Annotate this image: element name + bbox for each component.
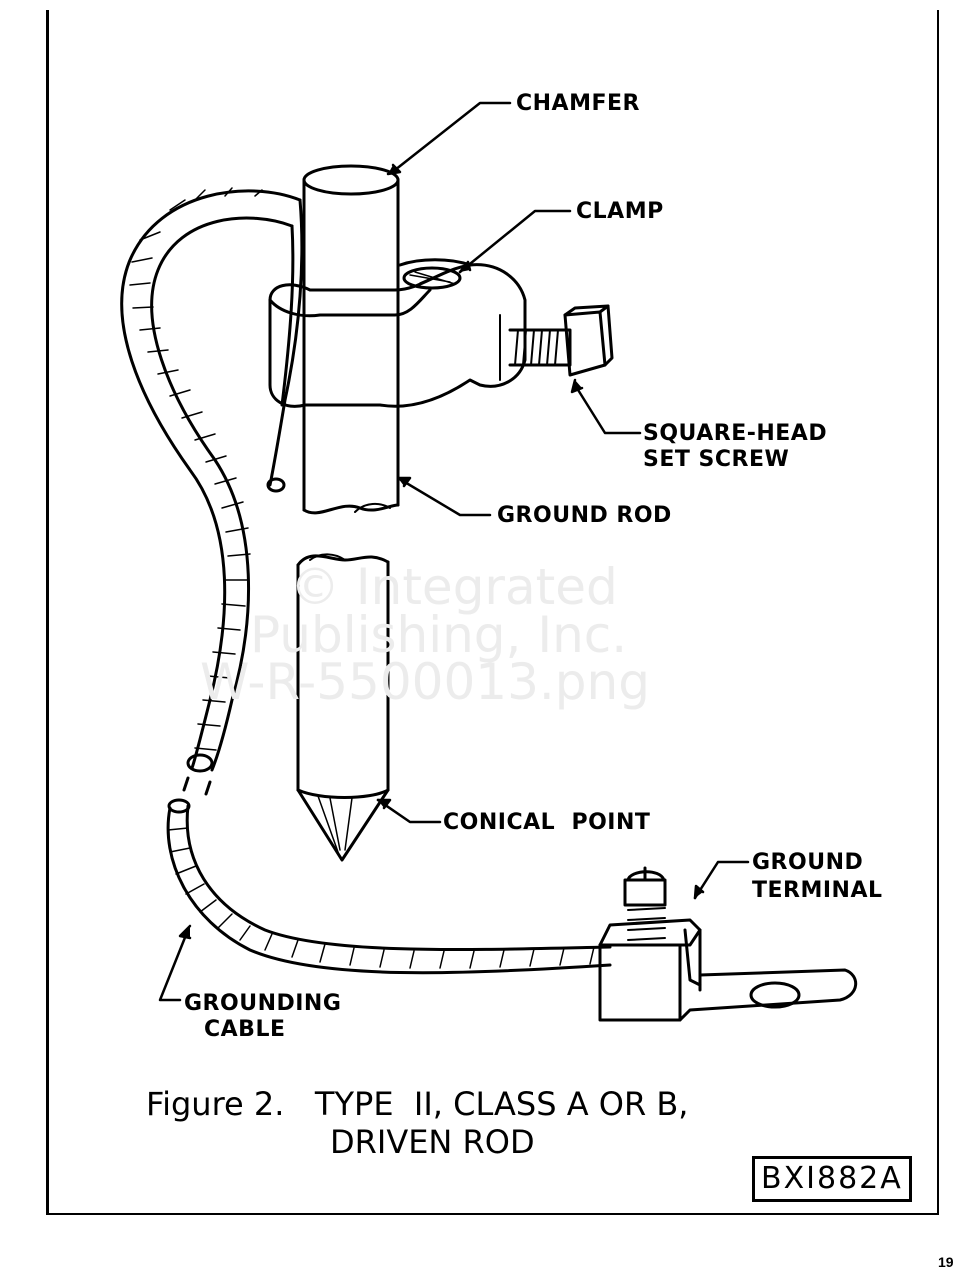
watermark-line-1: © Integrated — [290, 558, 618, 616]
caption-line-2: DRIVEN ROD — [330, 1123, 535, 1161]
label-ground-rod: GROUND ROD — [497, 503, 672, 528]
label-grounding: GROUNDING — [184, 991, 342, 1016]
label-cable: CABLE — [204, 1017, 286, 1042]
ground-rod-upper — [302, 164, 400, 515]
label-conical-point: CONICAL POINT — [443, 810, 651, 835]
label-ground: GROUND — [752, 850, 864, 875]
figure-caption: Figure 2. TYPE II, CLASS A OR B, DRIVEN … — [146, 1085, 688, 1161]
label-chamfer: CHAMFER — [516, 91, 640, 116]
caption-line-1: Figure 2. TYPE II, CLASS A OR B, — [146, 1085, 689, 1123]
label-terminal: TERMINAL — [752, 878, 883, 903]
ground-rod-lower — [296, 553, 390, 862]
page-number: 19 — [938, 1254, 954, 1270]
label-square-head: SQUARE-HEAD — [643, 421, 828, 446]
clamp — [268, 258, 527, 408]
grounding-cable-lower — [166, 798, 612, 975]
cable-break-mark — [182, 776, 190, 792]
watermark-line-3: W-R-5500013.png — [200, 653, 650, 711]
square-head-set-screw — [508, 304, 614, 377]
label-clamp: CLAMP — [576, 199, 664, 224]
drawing-code: BXI882A — [752, 1156, 912, 1202]
label-set-screw: SET SCREW — [643, 447, 790, 472]
figure-frame — [46, 10, 939, 1215]
ground-terminal — [598, 866, 858, 1022]
watermark-line-2: Publishing, Inc. — [250, 606, 628, 664]
leader-lines — [158, 101, 750, 1002]
grounding-cable-upper — [120, 187, 304, 773]
